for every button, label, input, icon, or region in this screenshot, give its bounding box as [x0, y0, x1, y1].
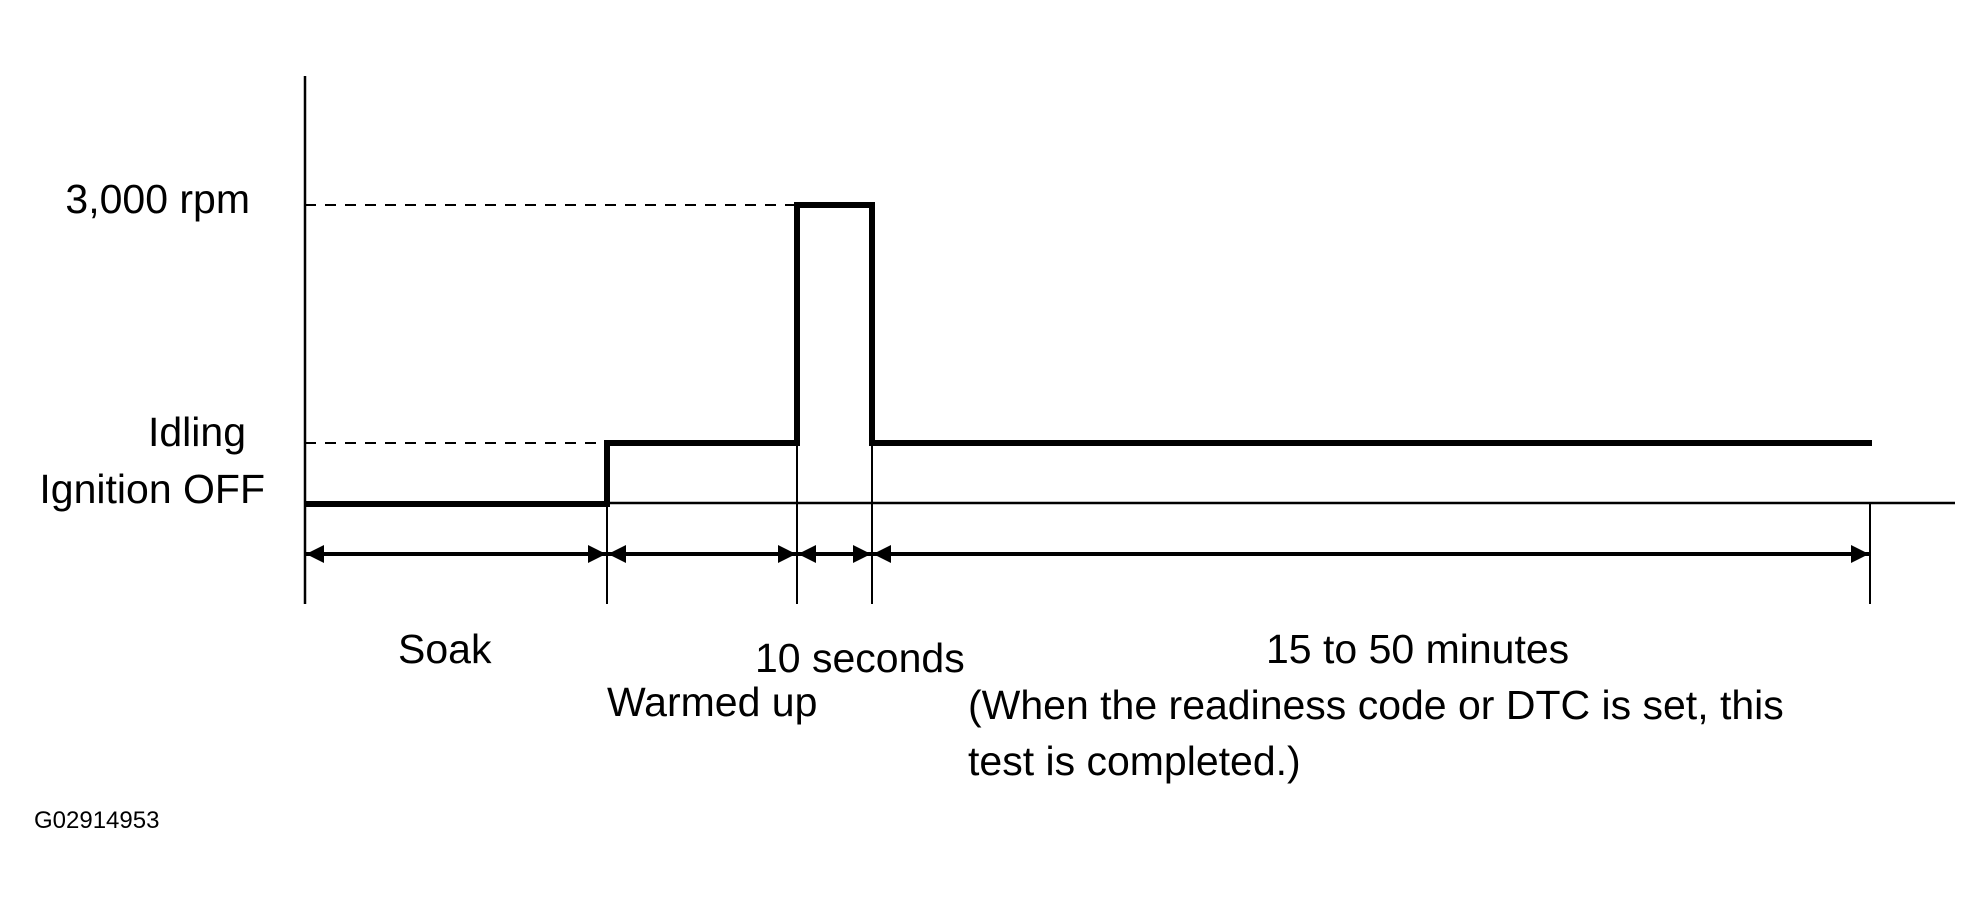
rpm-profile-line — [305, 202, 1872, 507]
completion-note-line-2: test is completed.) — [968, 738, 1301, 784]
warmed-up-label: Warmed up — [607, 679, 817, 725]
soak-label: Soak — [398, 626, 492, 672]
idling-label: Idling — [148, 409, 246, 455]
completion-note-line-1: (When the readiness code or DTC is set, … — [968, 682, 1784, 728]
ignition-off-label: Ignition OFF — [39, 466, 265, 512]
rpm-3000-label: 3,000 rpm — [65, 176, 250, 222]
duration-label: 15 to 50 minutes — [1266, 626, 1569, 672]
ten-seconds-label: 10 seconds — [755, 635, 965, 681]
figure-id: G02914953 — [34, 807, 159, 834]
